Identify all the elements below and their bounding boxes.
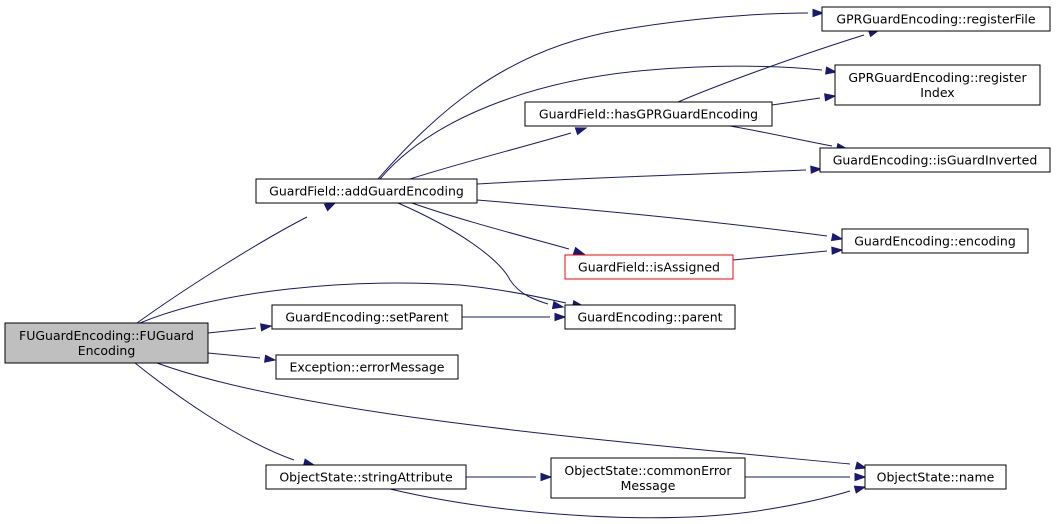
node-label: FUGuardEncoding::FUGuard [19,328,194,343]
node-isAssigned[interactable]: GuardField::isAssigned [564,254,734,280]
node-label: Index [920,85,954,100]
node-label: ObjectState::name [877,470,995,485]
node-encoding[interactable]: GuardEncoding::encoding [841,228,1029,254]
node-box [275,354,459,380]
node-label: GuardEncoding::parent [577,310,722,325]
edge-add-parent-arrowhead [551,300,565,310]
node-label: Message [621,478,676,493]
edge-root-addGuardEncoding [136,216,308,324]
node-box [524,101,773,127]
node-label: GuardEncoding::setParent [285,310,448,325]
node-box [550,457,746,499]
node-parent[interactable]: GuardEncoding::parent [564,304,736,330]
edge-add-registerFile [377,12,809,180]
node-box [834,64,1041,106]
node-box [819,147,1051,173]
edge-add-encoding-arrowhead [830,232,844,242]
edge-root-setParent [207,327,257,334]
edge-hasGPR-registerIndex-arrowhead [824,93,837,102]
edge-add-registerFile-arrowhead [812,8,825,18]
node-box [271,304,463,330]
node-box [265,464,467,490]
node-addGuardEncoding[interactable]: GuardField::addGuardEncoding [255,178,478,204]
call-nodes: FUGuardEncoding::FUGuardEncoding GuardFie… [4,6,1051,499]
node-errorMessage[interactable]: Exception::errorMessage [275,354,459,380]
edge-add-encoding [476,199,828,237]
edge-commonError-name-arrowhead [854,472,867,482]
node-box [4,322,209,364]
node-box [841,228,1029,254]
edge-stringAttribute-name [389,488,851,519]
edge-root-name [156,362,851,465]
edge-stringAttribute-commonError-arrowhead [540,472,553,482]
edge-root-setParent-arrowhead [260,323,273,332]
edge-add-isAssigned [411,202,570,250]
edge-root-stringAttribute [134,362,295,461]
edge-isAssigned-encoding [732,250,828,261]
node-isGuardInverted[interactable]: GuardEncoding::isGuardInverted [819,147,1051,173]
node-label: Encoding [78,343,136,358]
edge-add-isGuardInverted-arrowhead [810,165,823,174]
node-box [255,178,478,204]
edge-root-addGuardEncoding-arrowhead [323,202,337,212]
node-label: ObjectState::stringAttribute [279,470,453,485]
edge-root-name-arrowhead [854,461,868,470]
edge-hasGPR-registerFile [677,34,865,103]
edge-root-errorMessage-arrowhead [264,354,277,363]
edge-setParent-parent-arrowhead [554,312,567,322]
node-registerFile[interactable]: GPRGuardEncoding::registerFile [821,6,1051,32]
edge-add-isAssigned-arrowhead [572,246,586,255]
call-edges [134,8,881,519]
node-box [864,464,1007,490]
node-label: GuardField::hasGPRGuardEncoding [539,107,758,122]
edge-add-hasGPR-arrowhead [574,127,588,136]
edge-add-isGuardInverted [476,169,807,185]
node-box [821,6,1051,32]
edge-hasGPR-isGuardInverted [729,125,833,147]
node-label: Exception::errorMessage [290,360,445,375]
node-label: GPRGuardEncoding::registerFile [836,12,1035,27]
edge-stringAttribute-name-arrowhead [853,485,867,494]
edge-add-registerIndex-arrowhead [825,66,838,75]
edge-hasGPR-registerIndex [771,97,821,106]
node-label: GuardEncoding::encoding [854,234,1016,249]
edge-add-hasGPR [409,132,572,180]
node-box [564,254,734,280]
node-box [564,304,736,330]
node-hasGPRGuardEncoding[interactable]: GuardField::hasGPRGuardEncoding [524,101,773,127]
node-root[interactable]: FUGuardEncoding::FUGuardEncoding [4,322,209,364]
node-stringAttribute[interactable]: ObjectState::stringAttribute [265,464,467,490]
node-label: ObjectState::commonError [564,463,732,478]
node-label: GuardField::addGuardEncoding [269,184,464,199]
node-name[interactable]: ObjectState::name [864,464,1007,490]
edge-isAssigned-encoding-arrowhead [831,246,844,255]
node-setParent[interactable]: GuardEncoding::setParent [271,304,463,330]
node-label: GPRGuardEncoding::register [848,70,1027,85]
node-label: GuardField::isAssigned [578,260,720,275]
edge-root-errorMessage [207,352,261,359]
node-label: GuardEncoding::isGuardInverted [833,153,1038,168]
edge-add-parent [397,202,549,305]
